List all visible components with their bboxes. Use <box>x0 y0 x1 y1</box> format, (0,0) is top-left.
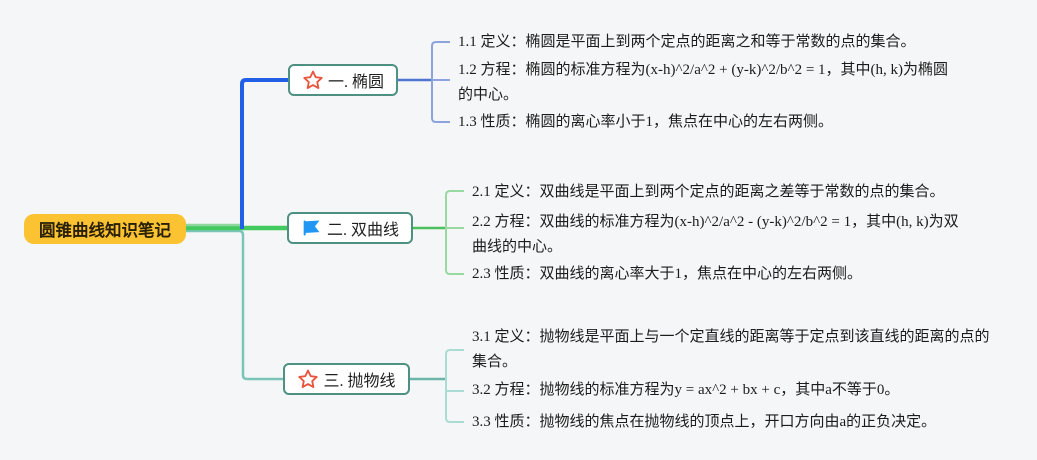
child-note-hyperbola-definition[interactable]: 2.1 定义：双曲线是平面上到两个定点的距离之差等于常数的点的集合。 <box>472 184 945 200</box>
edge-root-parabola <box>186 229 283 381</box>
child-note-ellipse-property[interactable]: 1.3 性质：椭圆的离心率小于1，焦点在中心的左右两侧。 <box>458 114 834 130</box>
star-icon <box>302 69 324 91</box>
child-note-hyperbola-property[interactable]: 2.3 性质：双曲线的离心率大于1，焦点在中心的左右两侧。 <box>472 266 863 282</box>
root-topic[interactable]: 圆锥曲线知识笔记 <box>24 214 186 244</box>
child-note-hyperbola-equation[interactable]: 2.2 方程：双曲线的标准方程为(x-h)^2/a^2 - (y-k)^2/b^… <box>472 214 959 255</box>
child-note-parabola-definition[interactable]: 3.1 定义：抛物线是平面上与一个定直线的距离等于定点到该直线的距离的点的集合。 <box>472 329 990 370</box>
edge-parabola-children <box>445 349 464 423</box>
edge-root-ellipse <box>240 78 288 229</box>
branch-topic-label: 二. 双曲线 <box>326 222 399 239</box>
flag-icon <box>301 217 323 239</box>
child-note-ellipse-definition[interactable]: 1.1 定义：椭圆是平面上到两个定点的距离之和等于常数的点的集合。 <box>458 34 916 50</box>
edge-ellipse-children <box>431 41 450 123</box>
branch-topic-ellipse[interactable]: 一. 椭圆 <box>288 64 398 96</box>
root-topic-label: 圆锥曲线知识笔记 <box>39 221 171 240</box>
child-note-parabola-equation[interactable]: 3.2 方程：抛物线的标准方程为y = ax^2 + bx + c，其中a不等于… <box>472 382 900 398</box>
branch-topic-parabola[interactable]: 三. 抛物线 <box>283 363 410 395</box>
child-note-parabola-property[interactable]: 3.3 性质：抛物线的焦点在抛物线的顶点上，开口方向由a的正负决定。 <box>472 414 937 430</box>
branch-topic-label: 三. 抛物线 <box>323 373 396 390</box>
star-icon <box>297 368 319 390</box>
edge-hyperbola-children <box>445 190 464 275</box>
branch-topic-label: 一. 椭圆 <box>327 74 384 91</box>
branch-topic-hyperbola[interactable]: 二. 双曲线 <box>287 212 413 244</box>
child-note-ellipse-equation[interactable]: 1.2 方程：椭圆的标准方程为(x-h)^2/a^2 + (y-k)^2/b^2… <box>458 62 949 103</box>
